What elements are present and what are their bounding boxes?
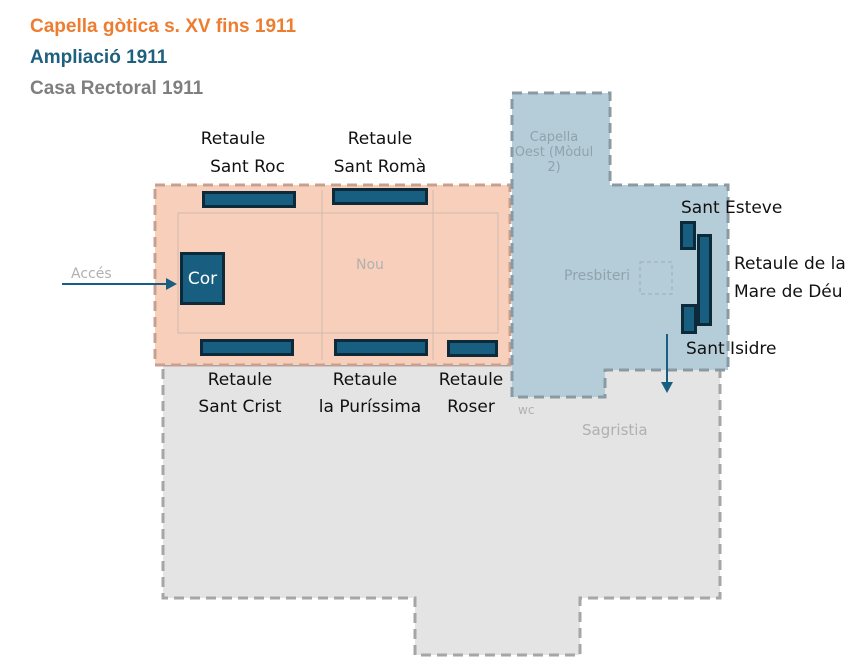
access-label: Accés [71,266,112,282]
extension-area [510,91,730,399]
label-sant-esteve: Sant Esteve [681,198,783,218]
choir-box: Cor [180,252,225,305]
label-sant-crist-2: Sant Crist [198,397,282,417]
altarpiece-sant-crist [200,339,294,356]
legend-gothic: Capella gòtica s. XV fins 1911 [30,16,297,37]
label-sant-roma-1: Retaule [347,129,413,149]
label-roser-2: Roser [447,397,495,417]
presbytery-label: Presbiteri [564,268,631,284]
choir-label: Cor [187,268,218,289]
altarpiece-sant-roma [332,188,428,205]
chapel-label: Capella Oest (Mòdul 2) [514,130,594,175]
legend-extension: Ampliació 1911 [30,47,168,68]
label-roser-1: Retaule [438,370,504,390]
wc-label: wc [518,403,535,417]
label-sant-roc-1: Retaule [200,129,266,149]
altarpiece-roser [447,340,498,357]
label-sant-roc-2: Sant Roc [210,157,285,177]
label-mare-de-deu-2: Mare de Déu [734,282,843,302]
altarpiece-sant-roc [202,191,296,208]
label-sant-roma-2: Sant Romà [333,157,427,177]
legend-rectory: Casa Rectoral 1911 [30,78,204,99]
altarpiece-sant-esteve [680,221,696,250]
casa-rectoral-area [161,363,722,657]
altarpiece-sant-isidre [681,304,697,334]
nave-label: Nou [356,257,384,273]
altarpiece-mare-de-deu [697,234,712,326]
label-purissima-1: Retaule [332,370,398,390]
label-purissima-2: la Puríssima [318,397,422,417]
label-sant-crist-1: Retaule [207,370,273,390]
sacristy-label: Sagristia [582,421,648,439]
altarpiece-purissima [334,339,428,356]
label-sant-isidre: Sant Isidre [686,339,777,359]
label-mare-de-deu-1: Retaule de la [734,254,846,274]
